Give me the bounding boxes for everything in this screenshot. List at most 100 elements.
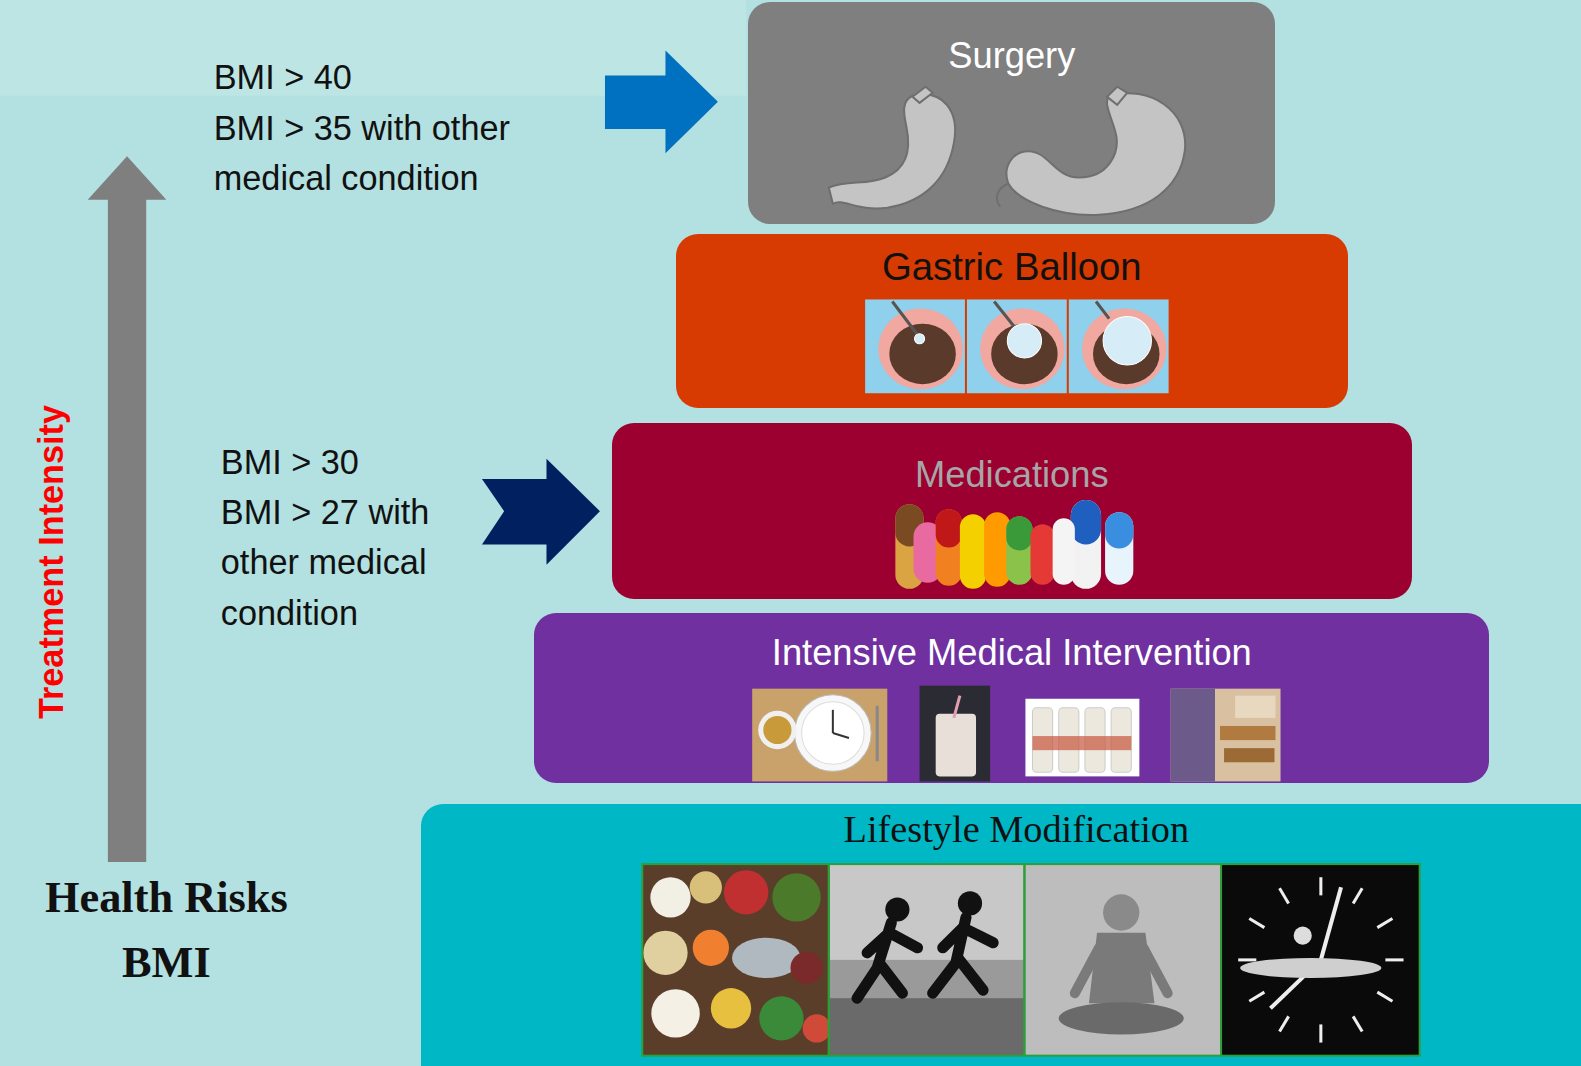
bmi-threshold: BMI > 27 with other medical condition [221,487,473,638]
pill-illustration [895,500,1133,589]
axis-title-wrap: Treatment Intensity [32,405,73,719]
lifestyle-photos [803,1014,831,1042]
lifestyle-photos [933,918,993,994]
bmi-threshold-wrap: BMI > 30 [221,437,473,487]
pill-illustration [1030,524,1054,584]
meal-replacement-illustration [1032,736,1131,750]
meal-replacement-illustration [833,733,849,738]
lifestyle-photos [1377,919,1392,928]
lifestyle-photos [1319,1024,1322,1042]
lifestyle-photos [642,864,829,1056]
balloon-illustration [1096,301,1109,318]
lifestyle-photos [1103,894,1139,930]
lifestyle-photos [759,996,803,1040]
pill-illustration [1105,512,1133,548]
lifestyle-photos [829,864,1025,1056]
lifestyle-photos [1221,864,1420,1056]
meal-replacement-illustration [1025,699,1139,777]
lifestyle-photos [857,923,917,999]
lifestyle-photos [690,871,722,903]
balloon-illustration [889,324,956,384]
pill-illustration [1006,516,1032,550]
stomach-illustration [913,87,933,103]
stomach-illustration [1007,93,1186,215]
band-title: Intensive Medical Intervention [534,631,1489,675]
lifestyle-photos [693,930,729,966]
bmi-threshold-wrap: BMI > 35 with other medical condition [214,103,562,204]
axis-caption: Health Risks [5,869,328,927]
bmi-threshold: BMI > 40 [214,52,577,102]
lifestyle-photos [1385,958,1403,961]
lifestyle-photos [1238,958,1256,961]
balloon-illustration [1103,317,1151,365]
axis-caption-wrap: BMI [5,934,328,992]
balloon-illustration [865,299,1168,393]
lifestyle-photos [1321,887,1341,960]
lifestyle-photos [1024,864,1221,1056]
lifestyle-photos [1294,927,1312,945]
meal-replacement-illustration [1171,689,1281,782]
intensity-arrow [88,156,167,862]
pointer-arrow [605,50,718,153]
lifestyle-photos [1249,992,1264,1001]
pill-illustration [1071,500,1101,544]
lifestyle-photos [1353,1016,1362,1031]
lifestyle-photos [1377,992,1392,1001]
bmi-threshold-wrap: BMI > 40 [214,52,577,102]
meal-replacement-illustration [752,689,887,782]
lifestyle-photos [1238,877,1403,1042]
axis-caption-wrap: Health Risks [5,869,328,927]
lifestyle-photos [650,877,690,917]
meal-replacement-illustration [795,695,872,772]
balloon-illustration [967,299,1067,393]
stomach-illustration [997,184,1008,207]
meal-replacement-illustration [936,714,976,777]
lifestyle-photos [1024,864,1221,1056]
lifestyle-photos [711,988,751,1028]
meal-replacement-illustration [752,686,1280,782]
band-title: Gastric Balloon [676,244,1349,290]
lifestyle-photos [1240,958,1381,978]
lifestyle-photos [829,998,1025,1055]
band-title: Surgery [748,34,1275,78]
lifestyle-photos [829,864,1025,1056]
lifestyle-photos [1075,948,1168,993]
balloon-illustration [994,301,1014,326]
pill-illustration [936,509,962,586]
lifestyle-photos [1249,919,1264,928]
pill-illustration [1105,512,1133,585]
meal-replacement-illustration [802,702,865,765]
lifestyle-photos [642,864,1419,1056]
balloon-illustration [1007,324,1041,358]
lifestyle-photos [643,931,687,975]
meal-replacement-illustration [763,716,791,744]
stomach-illustration [829,87,1185,215]
meal-replacement-illustration [954,696,960,718]
lifestyle-photos [1319,877,1322,895]
balloon-illustration [991,324,1058,384]
lifestyle-photos [724,870,768,914]
meal-replacement-illustration [1224,748,1274,762]
pill-illustration [936,509,962,547]
band-title: Lifestyle Modification [421,807,1581,853]
stomach-illustration [1107,87,1127,105]
lifestyle-photos [1280,888,1289,903]
lifestyle-photos [1059,1002,1184,1034]
pill-illustration [1006,516,1032,585]
axis-caption: BMI [5,934,328,992]
surgery-band: Surgery [748,2,1275,224]
pill-illustration [1071,500,1101,589]
meal-replacement-illustration [1220,726,1275,740]
bmi-threshold: BMI > 30 [221,437,473,487]
lifestyle-photos [1353,888,1362,903]
balloon-illustration [1069,299,1169,393]
balloon-illustration [1082,309,1167,390]
meal-replacement-illustration [920,686,991,782]
meal-replacement-illustration [832,710,834,733]
lifestyle-photos [958,891,982,915]
balloon-illustration [892,301,917,334]
pointer-arrow [482,50,718,564]
